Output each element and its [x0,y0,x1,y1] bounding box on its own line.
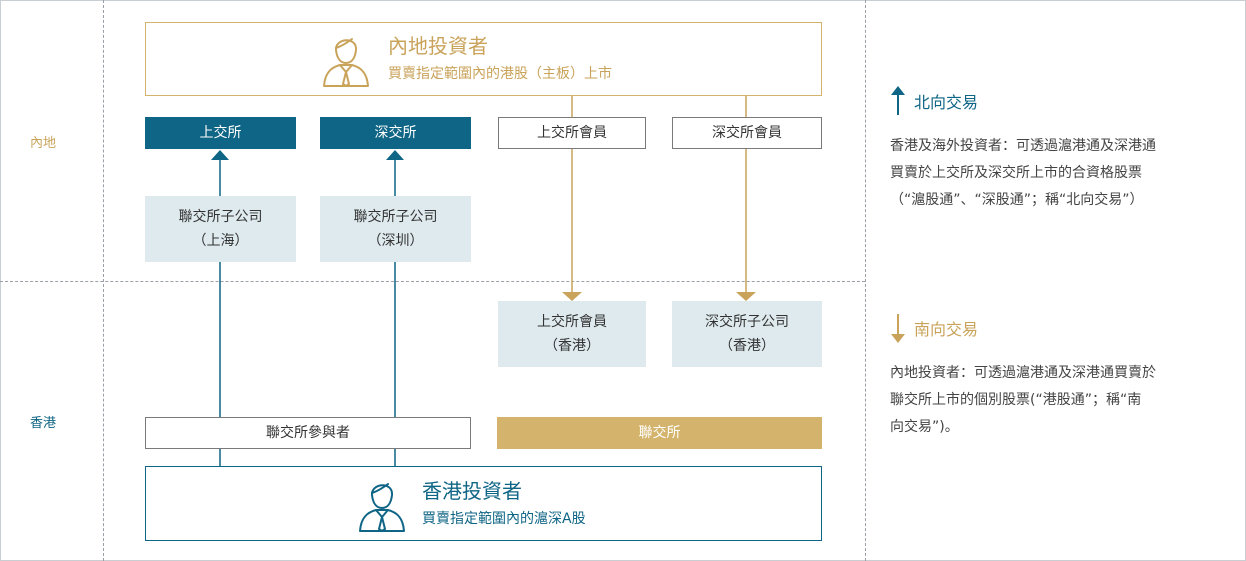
subsidiary-label: 聯交所子公司 [178,209,263,225]
sehk-participant-box: 聯交所參與者 [145,417,471,449]
arrow-down-icon [562,292,582,301]
right-divider [865,0,866,561]
sehk-subsidiary-shenzhen-box: 聯交所子公司 （深圳） [320,196,471,262]
region-label-mainland: 內地 [30,136,57,151]
description-line: 向交易”)。 [890,419,959,435]
subsidiary-label: 聯交所子公司 [353,209,438,225]
mainland-investor-subtitle: 買賣指定範圍內的港股（主板）上市 [388,66,612,82]
location-label: （深圳） [367,233,424,249]
sehk-box: 聯交所 [497,417,822,449]
subsidiary-label: 深交所子公司 [705,314,789,330]
sse-member-hk-box: 上交所會員 （香港） [498,301,646,367]
hk-investor-title: 香港投資者 [422,478,522,503]
border-divider [0,281,865,282]
location-label: （上海） [192,233,249,249]
arrow-down-icon [736,292,756,301]
northbound-heading-label: 北向交易 [914,93,979,112]
sse-member-box: 上交所會員 [498,117,646,149]
sse-member-label: 上交所會員 [537,125,607,141]
investor-icon [322,30,370,88]
region-label-hongkong: 香港 [30,416,57,431]
description-line: 聯交所上市的個別股票(“港股通”；稱“南 [890,392,1142,408]
member-label: 上交所會員 [537,314,607,330]
southbound-description: 內地投資者：可透過滬港通及深港通買賣於 聯交所上市的個別股票(“港股通”；稱“南… [890,360,1230,441]
arrow-down-icon [891,314,905,343]
southbound-heading: 南向交易 [890,313,978,343]
investor-icon [358,475,406,533]
szse-member-label: 深交所會員 [712,125,782,141]
hk-investor-box: 香港投資者 買賣指定範圍內的滬深A股 [145,466,822,541]
description-line: 香港及海外投資者：可透過滬港通及深港通 [890,138,1156,154]
arrow-up-icon [211,150,229,160]
szse-subsidiary-hk-box: 深交所子公司 （香港） [672,301,822,367]
mainland-investor-title: 內地投資者 [388,34,488,58]
mainland-investor-box: 內地投資者 買賣指定範圍內的港股（主板）上市 [145,22,822,96]
location-label: （香港） [544,338,600,354]
left-divider [103,0,104,561]
arrow-up-icon [891,86,905,115]
szse-label: 深交所 [374,125,417,141]
description-line: 買賣於上交所及深交所上市的合資格股票 [890,165,1142,181]
description-line: 內地投資者：可透過滬港通及深港通買賣於 [890,365,1156,381]
sehk-subsidiary-shanghai-box: 聯交所子公司 （上海） [145,196,296,262]
location-label: （香港） [719,338,775,354]
hk-investor-subtitle: 買賣指定範圍內的滬深A股 [422,510,586,527]
northbound-description: 香港及海外投資者：可透過滬港通及深港通 買賣於上交所及深交所上市的合資格股票 （… [890,133,1230,214]
arrow-up-icon [386,150,404,160]
sse-label: 上交所 [199,125,242,141]
szse-member-box: 深交所會員 [672,117,822,149]
northbound-heading: 北向交易 [890,86,978,116]
szse-box: 深交所 [320,117,471,149]
description-line: （“滬股通”、“深股通”；稱“北向交易”） [890,192,1144,208]
sehk-label: 聯交所 [638,425,681,441]
southbound-heading-label: 南向交易 [914,320,979,339]
sehk-participant-label: 聯交所參與者 [266,425,350,441]
sse-box: 上交所 [145,117,296,149]
